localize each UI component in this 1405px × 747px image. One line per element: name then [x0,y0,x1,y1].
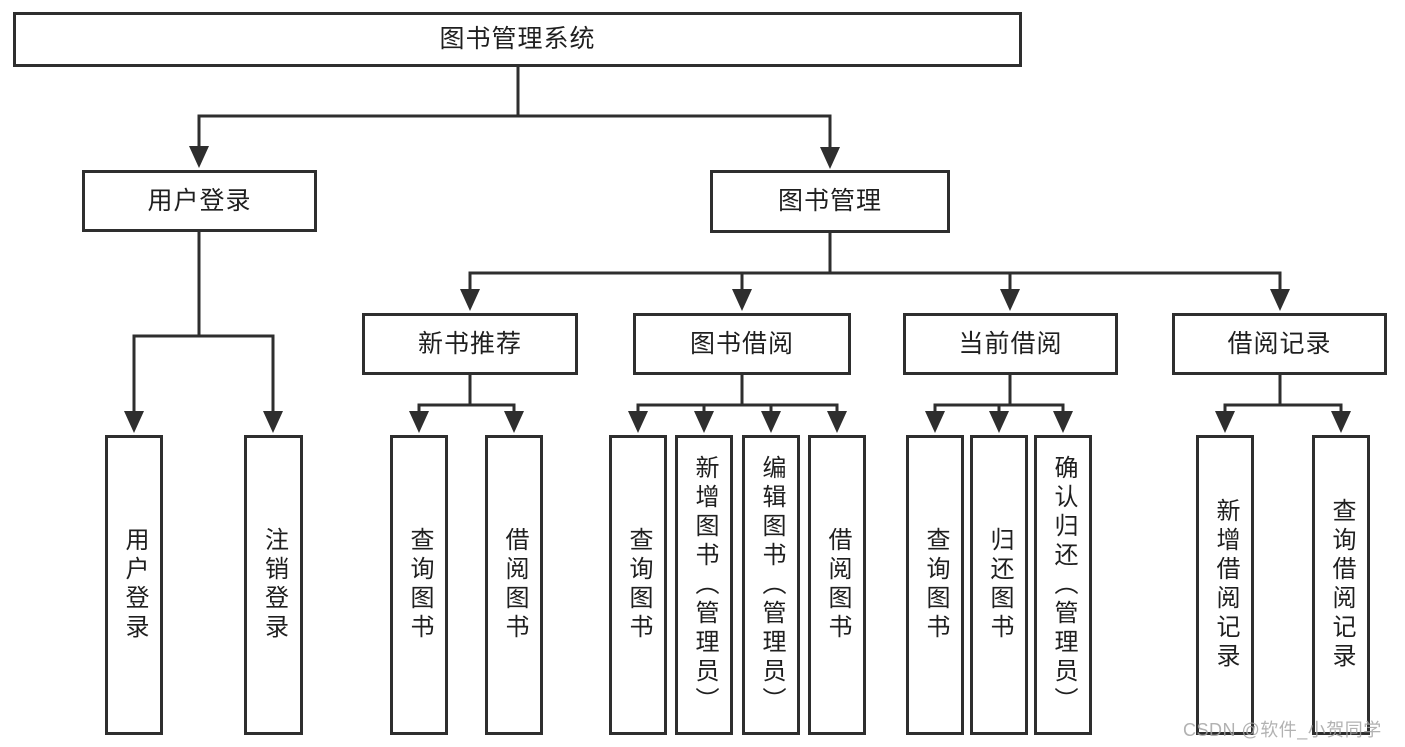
connector-new-book-to-leaves [409,375,524,433]
node-user-login: 用户登录 [82,170,317,232]
leaf-add-book-admin: 新增图书（管理员） [675,435,733,735]
node-book-borrow: 图书借阅 [633,313,851,375]
node-borrow-records: 借阅记录 [1172,313,1387,375]
leaf-user-login: 用户登录 [105,435,163,735]
leaf-query-books-recommend: 查询图书 [390,435,448,735]
connector-borrow-records-to-leaves [1215,375,1351,433]
leaf-return-book: 归还图书 [970,435,1028,735]
leaf-borrow-books: 借阅图书 [808,435,866,735]
leaf-query-books-borrow: 查询图书 [609,435,667,735]
csdn-watermark: CSDN @软件_小贺同学 [1183,720,1382,740]
connector-book-borrow-to-leaves [628,375,847,433]
node-library-system: 图书管理系统 [13,12,1022,67]
connector-current-borrow-to-leaves [925,375,1073,433]
connector-user-login-to-leaves [124,232,283,433]
connector-book-management-to-level3 [460,233,1290,311]
leaf-borrow-books-recommend: 借阅图书 [485,435,543,735]
connector-root-to-level2 [189,67,840,169]
node-book-management: 图书管理 [710,170,950,233]
leaf-logout: 注销登录 [244,435,303,735]
leaf-add-borrow-record: 新增借阅记录 [1196,435,1254,735]
node-current-borrow: 当前借阅 [903,313,1118,375]
leaf-confirm-return-admin: 确认归还（管理员） [1034,435,1092,735]
node-new-book-recommend: 新书推荐 [362,313,578,375]
leaf-edit-book-admin: 编辑图书（管理员） [742,435,800,735]
leaf-query-borrow-record: 查询借阅记录 [1312,435,1370,735]
leaf-query-books-current: 查询图书 [906,435,964,735]
